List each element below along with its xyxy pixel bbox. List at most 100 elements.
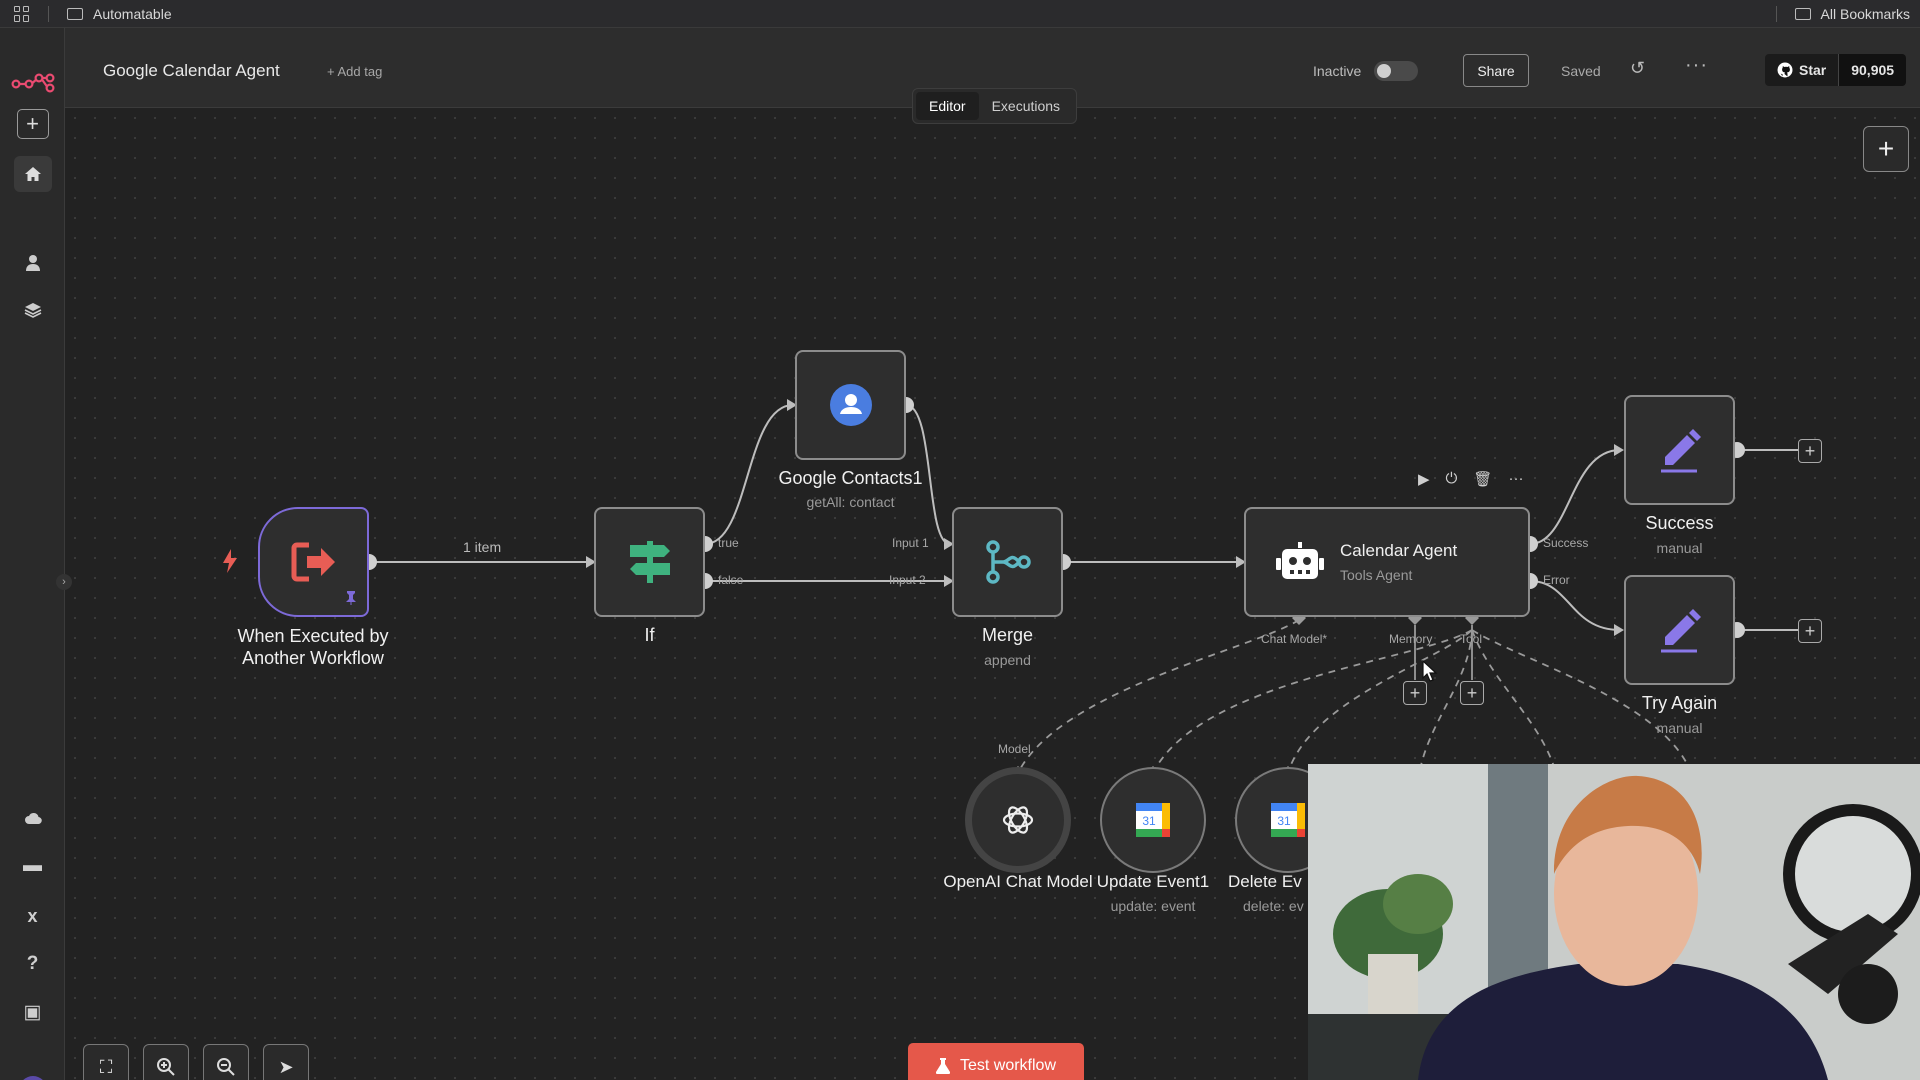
if-true-label: true [718, 536, 739, 550]
delete-event-subtitle: delete: ev [1243, 898, 1304, 914]
play-icon[interactable]: ▶ [1418, 471, 1430, 488]
memory-port-label: Memory [1389, 632, 1433, 646]
saved-label: Saved [1561, 63, 1601, 79]
user-avatar[interactable]: JC [0, 1072, 65, 1080]
bookmark-bar: Automatable All Bookmarks [0, 0, 1920, 28]
history-icon[interactable]: ↺ [1630, 58, 1646, 78]
apps-grid-icon[interactable] [14, 5, 30, 22]
openai-chat-model-node[interactable] [965, 767, 1071, 873]
bookmark-folder[interactable]: Automatable [93, 5, 172, 22]
chat-model-port-label: Chat Model* [1261, 632, 1328, 646]
gift-icon: ▣ [23, 1001, 42, 1023]
webcam-image [1308, 764, 1920, 1080]
add-tag-button[interactable]: + Add tag [327, 64, 383, 79]
home-icon [24, 167, 41, 181]
trash-icon[interactable]: 🗑 [1473, 471, 1493, 488]
google-contacts-node[interactable] [795, 350, 906, 460]
user-button[interactable] [0, 244, 65, 280]
active-toggle[interactable] [1374, 61, 1418, 81]
mouse-cursor-icon [1422, 660, 1438, 682]
connection-tool-3 [1419, 629, 1473, 771]
add-after-try-again-button[interactable]: + [1798, 619, 1822, 643]
all-bookmarks-link[interactable]: All Bookmarks [1820, 5, 1910, 22]
connection-tool-update[interactable] [1152, 629, 1473, 774]
connection-agent-error[interactable] [1529, 580, 1621, 631]
add-after-success-button[interactable]: + [1798, 439, 1822, 463]
fullscreen-icon: ⛶ [99, 1056, 113, 1077]
tool-port-label: Tool [1460, 632, 1483, 646]
share-button[interactable]: Share [1463, 54, 1529, 87]
merge-node[interactable] [952, 507, 1063, 617]
whats-new-button[interactable]: ▣ [0, 994, 65, 1030]
contacts-icon [829, 384, 872, 426]
templates-button[interactable]: ▬ [0, 848, 65, 884]
tab-executions[interactable]: Executions [991, 98, 1061, 114]
variables-button[interactable]: x [0, 898, 65, 934]
success-node-subtitle: manual [1656, 540, 1703, 556]
tab-editor[interactable]: Editor [916, 92, 979, 120]
update-event-title: Update Event1 [1096, 872, 1210, 891]
connection-contacts-merge[interactable] [905, 404, 951, 545]
openai-icon [1002, 806, 1034, 834]
cloud-button[interactable] [0, 800, 65, 836]
merge-input1-label: Input 1 [892, 536, 929, 550]
agent-error-label: Error [1543, 573, 1570, 587]
test-workflow-button[interactable]: Test workflow [908, 1043, 1084, 1080]
zoom-out-icon [217, 1058, 235, 1076]
calendar-agent-subtitle: Tools Agent [1340, 567, 1413, 583]
exit-icon [291, 542, 335, 582]
robot-icon [1276, 542, 1324, 579]
update-event-node[interactable]: 31 [1100, 767, 1206, 873]
try-again-node-title: Try Again [1641, 693, 1718, 713]
layers-icon [24, 303, 41, 318]
if-false-label: false [718, 573, 744, 587]
github-star-button[interactable]: Star 90,905 [1765, 54, 1907, 86]
pencil-icon [1660, 429, 1701, 473]
success-node-title: Success [1645, 513, 1714, 533]
fit-view-button[interactable]: ⛶ [83, 1044, 129, 1080]
connection-if-contacts[interactable] [704, 404, 794, 545]
view-tabs: Editor Executions [912, 88, 1078, 124]
zoom-in-button[interactable] [143, 1044, 189, 1080]
zoom-out-button[interactable] [203, 1044, 249, 1080]
calendar-agent-node[interactable]: Calendar Agent Tools Agent [1244, 507, 1530, 617]
more-options-icon[interactable]: ··· [1685, 54, 1708, 76]
google-contacts-title: Google Contacts1 [778, 468, 923, 488]
github-star-count: 90,905 [1839, 54, 1907, 86]
add-tool-button[interactable]: + [1460, 681, 1484, 705]
google-calendar-icon: 31 [1271, 803, 1305, 837]
connection-model[interactable] [1017, 619, 1300, 774]
try-again-node-subtitle: manual [1656, 720, 1703, 736]
add-memory-button[interactable]: + [1403, 681, 1427, 705]
layers-button[interactable] [0, 292, 65, 328]
home-button[interactable] [0, 156, 65, 192]
workflow-title[interactable]: Google Calendar Agent [103, 61, 280, 80]
merge-icon [985, 540, 1031, 584]
google-calendar-icon: 31 [1136, 803, 1170, 837]
webcam-overlay [1308, 764, 1920, 1080]
update-event-subtitle: update: event [1110, 898, 1196, 914]
box-icon: ▬ [23, 855, 42, 876]
expand-sidebar-icon[interactable]: › [56, 574, 72, 590]
help-button[interactable]: ? [0, 946, 65, 982]
connection-tool-delete[interactable] [1287, 629, 1473, 774]
connection-agent-success[interactable] [1529, 449, 1621, 545]
if-node[interactable] [594, 507, 705, 617]
try-again-node[interactable] [1624, 575, 1735, 685]
success-node[interactable] [1624, 395, 1735, 505]
add-node-button[interactable]: + [1863, 126, 1909, 172]
trigger-node[interactable] [258, 507, 369, 617]
power-icon[interactable]: ⏻ [1445, 470, 1458, 487]
n8n-logo-icon[interactable] [0, 64, 65, 100]
pencil-icon [1660, 609, 1701, 653]
cloud-icon [24, 812, 42, 824]
more-icon[interactable]: ··· [1508, 470, 1524, 487]
status-label: Inactive [1313, 63, 1362, 79]
tidy-up-button[interactable]: ➤ [263, 1044, 309, 1080]
sidebar: + ▬ x ? ▣ JC [0, 28, 65, 1080]
github-icon [1777, 62, 1793, 78]
create-button[interactable]: + [0, 106, 65, 142]
if-node-title: If [644, 625, 655, 645]
agent-success-label: Success [1543, 536, 1589, 550]
